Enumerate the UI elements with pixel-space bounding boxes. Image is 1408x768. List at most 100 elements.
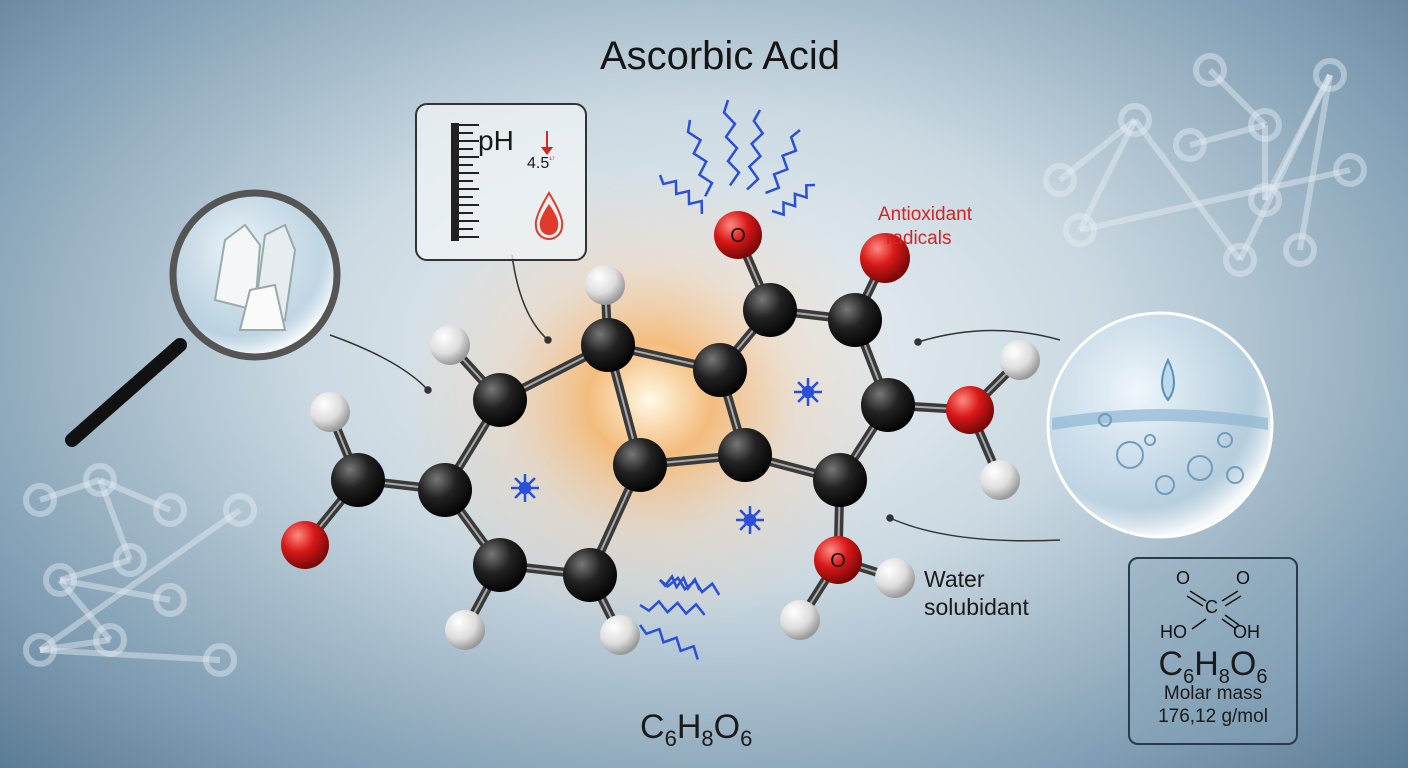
ph-panel [415, 103, 587, 261]
ph-label: pH [478, 125, 514, 156]
hydrogen-atom [430, 325, 470, 365]
carbon-atom [473, 538, 527, 592]
struct-o-right: O [1236, 568, 1251, 588]
bg-atom [1283, 233, 1317, 267]
radical-core [743, 513, 757, 527]
radical-core [518, 481, 532, 495]
page-title: Ascorbic Acid [599, 34, 841, 78]
bg-atom [1313, 58, 1347, 92]
formula-bottom: C6H8O6 [640, 708, 752, 752]
i-on: 6 [1256, 665, 1268, 688]
hydrogen-atom [980, 460, 1020, 500]
molar-mass-value: 176,12 g/mol [1158, 706, 1268, 727]
hydrogen-atom [585, 265, 625, 305]
bg-atom [113, 543, 147, 577]
struct-ho: HO [1160, 622, 1187, 642]
water-line1: Water [924, 566, 985, 592]
molar-mass-label: Molar mass [1163, 683, 1263, 704]
hydrogen-atom [1000, 340, 1040, 380]
oxygen-label: O [830, 550, 846, 572]
bg-atom [223, 493, 257, 527]
oxygen-atom [860, 233, 910, 283]
antioxidant-line2: radicals [886, 228, 952, 249]
struct-o-left: O [1176, 568, 1191, 588]
radical-core [801, 385, 815, 399]
info-panel [1128, 557, 1298, 745]
carbon-atom [718, 428, 772, 482]
f-on: 6 [740, 725, 753, 751]
radical-zigzag [639, 599, 706, 616]
radical-zigzag [746, 109, 765, 191]
arrow-down-icon [541, 147, 553, 155]
hydrogen-atom [600, 615, 640, 655]
bg-atom [1248, 183, 1282, 217]
bg-atom [1118, 103, 1152, 137]
carbon-atom [743, 283, 797, 337]
radical-zigzag [722, 99, 741, 187]
carbon-atom [331, 453, 385, 507]
oxygen-atom [814, 536, 862, 584]
f-o: O [713, 708, 741, 746]
i-c: C [1158, 645, 1184, 683]
bg-atom [1193, 53, 1227, 87]
i-hn: 8 [1218, 665, 1230, 688]
bg-atom [1248, 108, 1282, 142]
structure-bonds [1186, 590, 1242, 630]
ph-number: 4.5 [527, 155, 550, 172]
i-h: H [1194, 645, 1219, 683]
bg-atom [93, 623, 127, 657]
callout-lines [329, 254, 1061, 542]
info-formula: C6H8O6 [1128, 645, 1298, 689]
antioxidant-line1: Antioxidant [878, 204, 973, 225]
f-c: C [640, 708, 665, 746]
carbon-atom [693, 343, 747, 397]
carbon-atom [418, 463, 472, 517]
hydrogen-atom [445, 610, 485, 650]
i-o: O [1229, 645, 1257, 683]
water-line2: solubidant [924, 594, 1029, 620]
bg-atom [1063, 213, 1097, 247]
background-molecule-decoration [23, 53, 1367, 677]
oxygen-atom [946, 386, 994, 434]
carbon-atom [813, 453, 867, 507]
oxygen-label: O [730, 225, 746, 247]
molecule-atoms: OO [281, 211, 1040, 655]
bg-atom [153, 493, 187, 527]
bg-atom [1223, 243, 1257, 277]
f-hn: 8 [701, 725, 714, 751]
radical-zigzag [638, 624, 699, 660]
bg-atom [83, 463, 117, 497]
ph-superscript: ¹⁷ [549, 155, 555, 164]
carbon-atom [828, 293, 882, 347]
antioxidant-label: Antioxidant radicals [878, 203, 972, 251]
f-cn: 6 [664, 725, 677, 751]
bg-atom [203, 643, 237, 677]
bg-atom [1173, 128, 1207, 162]
hydrogen-atom [310, 392, 350, 432]
hydrogen-atom [875, 558, 915, 598]
radical-zigzag [765, 129, 801, 195]
drop-icon [534, 191, 564, 240]
oxygen-atom [714, 211, 762, 259]
radical-zigzag [659, 573, 701, 592]
i-cn: 6 [1183, 665, 1195, 688]
carbon-atom [581, 318, 635, 372]
bg-atom [23, 633, 57, 667]
bg-atom [1333, 153, 1367, 187]
radical-zigzag [686, 119, 714, 197]
hydrogen-atom [780, 600, 820, 640]
carbon-atom [563, 548, 617, 602]
struct-oh: OH [1233, 622, 1260, 642]
carbon-atom [473, 373, 527, 427]
f-h: H [676, 708, 702, 746]
bg-atom [1043, 163, 1077, 197]
radical-zigzag [771, 183, 816, 217]
water-bubble-icon [1046, 311, 1274, 539]
carbon-atom [861, 378, 915, 432]
carbon-atom [613, 438, 667, 492]
ph-ruler-icon [451, 123, 553, 241]
struct-c: C [1205, 597, 1218, 617]
magnifier-crystal-icon [65, 189, 341, 447]
